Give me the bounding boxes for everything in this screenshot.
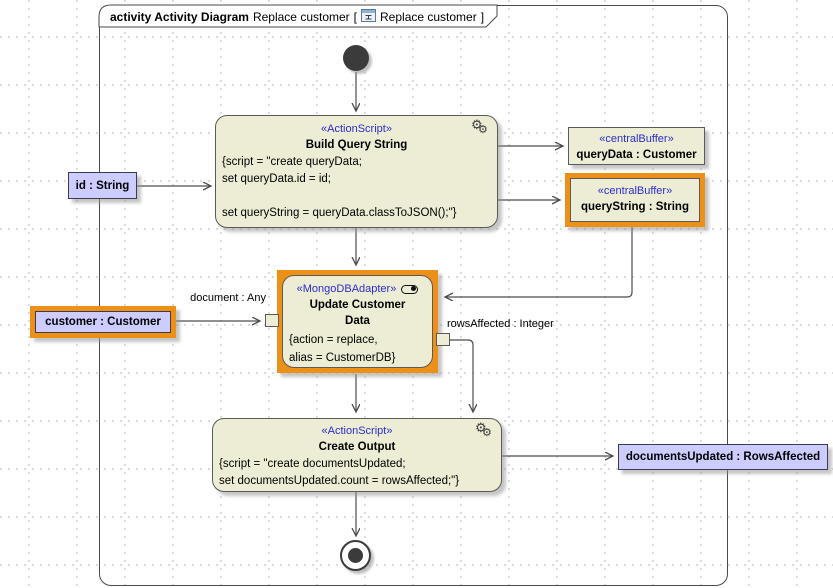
stereotype-label: «centralBuffer» — [599, 133, 674, 145]
object-label: documentsUpdated : RowsAffected — [625, 451, 821, 463]
action-build-query-string[interactable]: ⚙⚙ «ActionScript» Build Query String {sc… — [215, 115, 498, 228]
gears-icon: ⚙⚙ — [471, 117, 488, 136]
object-label: customer : Customer — [45, 316, 161, 328]
object-node-id-string[interactable]: id : String — [68, 172, 137, 199]
frame-title: activity Activity Diagram Replace custom… — [110, 8, 484, 25]
stereotype-label: «MongoDBAdapter» — [296, 283, 397, 295]
buffer-label: queryData : Customer — [576, 149, 697, 161]
highlight-update-customer[interactable]: «MongoDBAdapter» Update Customer Data {a… — [277, 270, 438, 373]
action-title: Create Output — [318, 441, 396, 453]
stereotype-label: «centralBuffer» — [597, 185, 673, 197]
initial-node[interactable] — [343, 45, 369, 71]
final-node-dot — [348, 548, 363, 563]
frame-open-bracket: [ — [353, 9, 358, 24]
frame-kind-label: activity Activity Diagram — [110, 9, 249, 24]
object-label: id : String — [75, 179, 130, 192]
object-node-customer[interactable]: customer : Customer — [35, 311, 171, 333]
highlight-customer[interactable]: customer : Customer — [30, 306, 176, 338]
action-create-output[interactable]: ⚙⚙ «ActionScript» Create Output {script … — [212, 418, 502, 492]
buffer-querystring[interactable]: «centralBuffer» queryString : String — [570, 178, 700, 222]
action-title: Data — [345, 315, 370, 327]
gears-icon: ⚙⚙ — [475, 420, 492, 439]
final-node[interactable] — [340, 540, 371, 571]
stereotype-label: «ActionScript» — [321, 123, 392, 135]
frame-title-tab[interactable] — [98, 4, 498, 28]
script-line: set queryString = queryData.classToJSON(… — [222, 207, 457, 219]
script-line: {script = "create queryData; — [222, 156, 362, 168]
highlight-querystring[interactable]: «centralBuffer» queryString : String — [565, 173, 705, 227]
output-pin-rowsaffected[interactable] — [436, 333, 450, 346]
action-title: Update Customer — [309, 299, 406, 311]
script-line: alias = CustomerDB} — [289, 352, 396, 364]
edge-rowsaffected-to-create[interactable] — [450, 339, 473, 412]
script-line: {script = "create documentsUpdated; — [219, 458, 406, 470]
edge-label-document-any[interactable]: document : Any — [190, 292, 266, 304]
object-node-documents-updated[interactable]: documentsUpdated : RowsAffected — [618, 444, 828, 470]
action-title: Build Query String — [305, 139, 408, 151]
action-update-customer-data[interactable]: «MongoDBAdapter» Update Customer Data {a… — [282, 275, 433, 368]
edge-querystring-to-update[interactable] — [445, 227, 633, 297]
frame-ref-name: Replace customer — [380, 9, 477, 24]
edge-label-rowsaffected-integer[interactable]: rowsAffected : Integer — [447, 318, 554, 330]
frame-diagram-name: Replace customer — [252, 9, 350, 24]
stereotype-label: «ActionScript» — [321, 425, 393, 437]
diagram-icon — [361, 8, 377, 25]
script-line — [216, 188, 497, 205]
script-line: set documentsUpdated.count = rowsAffecte… — [219, 475, 460, 487]
buffer-querydata[interactable]: «centralBuffer» queryData : Customer — [568, 127, 705, 165]
script-line: set queryData.id = id; — [222, 173, 331, 185]
frame-close-bracket: ] — [480, 9, 485, 24]
buffer-label: queryString : String — [581, 201, 689, 213]
adapter-icon — [401, 284, 419, 294]
script-line: {action = replace, — [289, 334, 378, 346]
input-pin-document[interactable] — [265, 314, 279, 327]
